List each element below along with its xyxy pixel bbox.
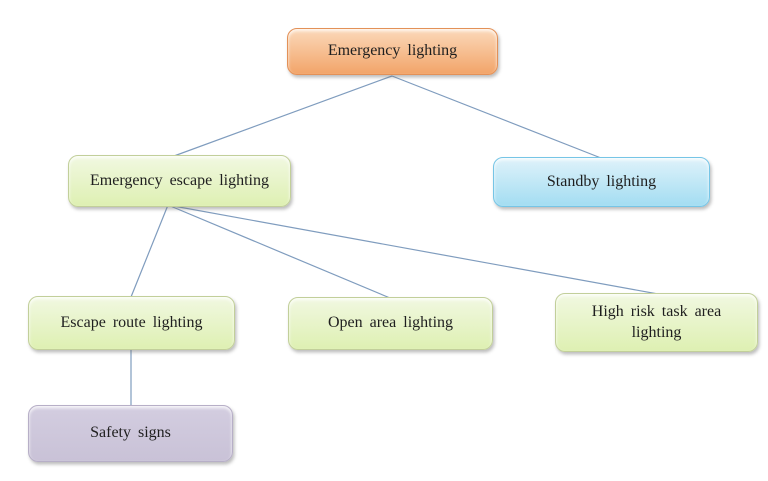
- connector-escape-to-escape-route: [130, 204, 169, 298]
- node-label: Standby lighting: [546, 172, 657, 190]
- node-open-area-lighting: Open area lighting: [288, 297, 493, 350]
- connector-escape-to-open-area: [167, 204, 391, 299]
- node-emergency-escape-lighting: Emergency escape lighting: [68, 155, 291, 207]
- connector-emergency-to-standby: [391, 75, 602, 159]
- node-standby-lighting: Standby lighting: [493, 157, 710, 207]
- node-label: High risk task area lighting: [591, 302, 722, 341]
- node-label: Escape route lighting: [60, 313, 203, 331]
- connector-escape-to-high-risk: [167, 204, 659, 295]
- node-label: Open area lighting: [327, 314, 454, 332]
- node-high-risk-task-area-lighting: High risk task area lighting: [555, 293, 758, 352]
- node-label: Emergency lighting: [327, 42, 458, 60]
- node-escape-route-lighting: Escape route lighting: [28, 296, 235, 350]
- node-emergency-lighting: Emergency lighting: [287, 28, 498, 75]
- node-safety-signs: Safety signs: [28, 405, 233, 462]
- connector-emergency-to-escape: [173, 75, 393, 157]
- node-label: Emergency escape lighting: [90, 171, 269, 189]
- node-label: Safety signs: [90, 424, 171, 442]
